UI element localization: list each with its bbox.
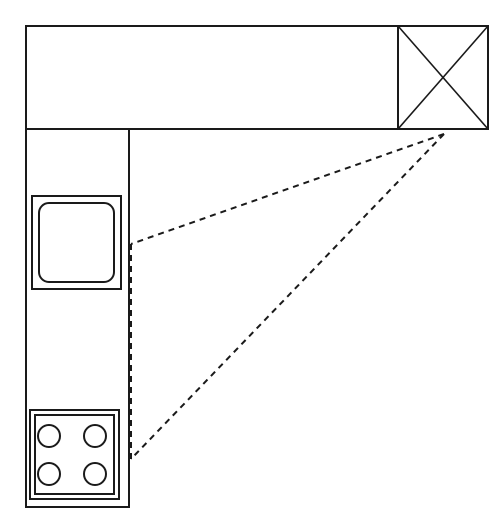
burner-front-right <box>83 424 107 448</box>
burner-back-left <box>37 462 61 486</box>
triangle-edge-fridge-sink <box>130 133 445 245</box>
refrigerator <box>397 25 489 130</box>
work-triangle <box>130 133 445 460</box>
sink-basin-icon <box>38 202 115 283</box>
sink <box>31 195 122 290</box>
triangle-edge-fridge-stove <box>130 133 445 460</box>
cross-box-icon-stroke <box>397 25 489 130</box>
stove <box>29 409 120 500</box>
burner-back-right <box>83 462 107 486</box>
burner-front-left <box>37 424 61 448</box>
